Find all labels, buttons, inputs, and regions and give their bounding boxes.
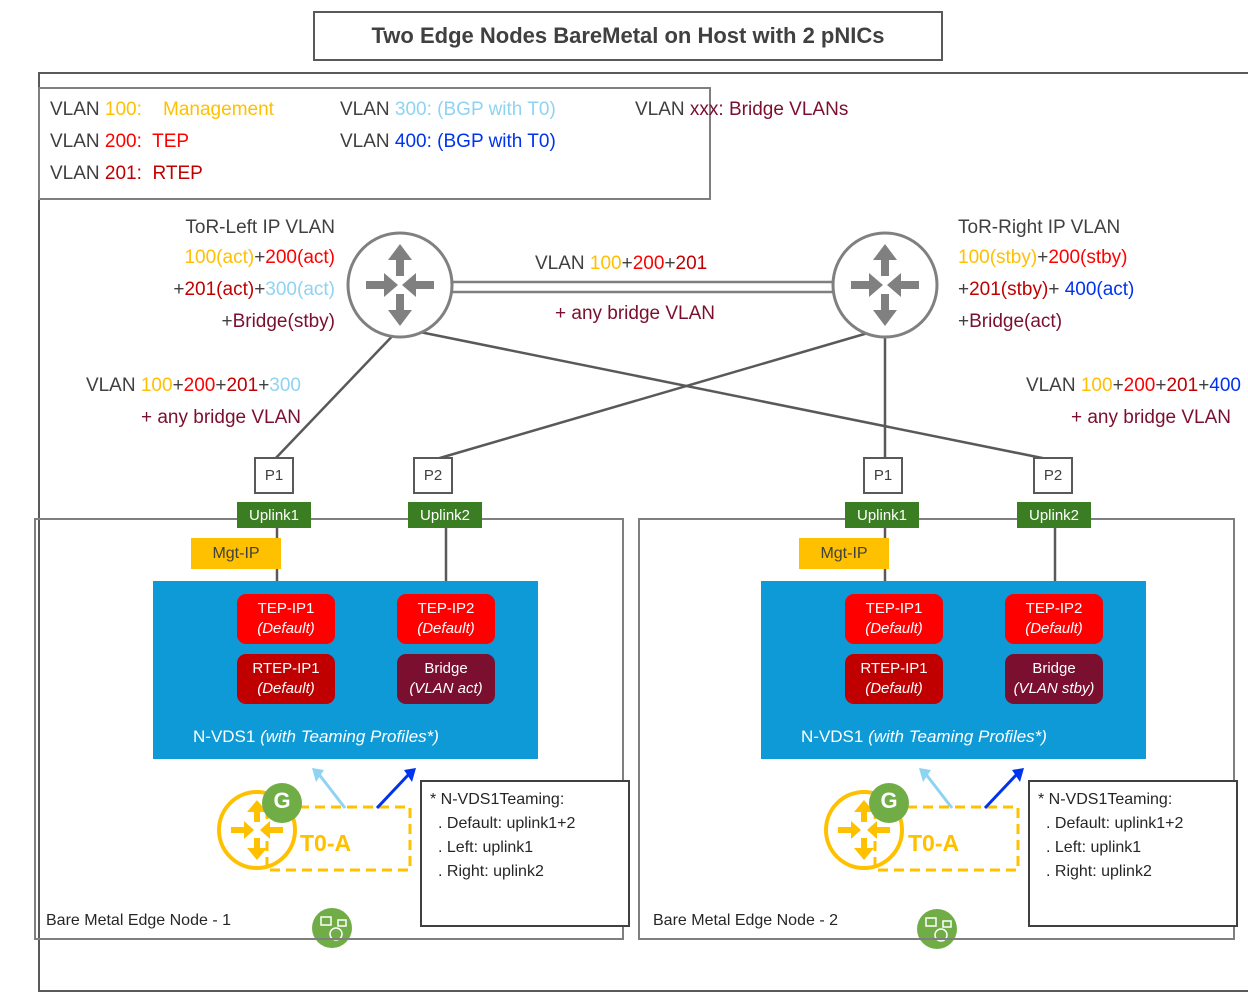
node-label: Bare Metal Edge Node - 1 [46, 912, 231, 929]
bridge: Bridge(VLAN stby) [1005, 654, 1103, 704]
link-torleft-n1p1 [273, 327, 401, 461]
router-icon [831, 231, 939, 339]
port-p1: P1 [863, 457, 903, 494]
legend-vlan-bridge: VLAN xxx: Bridge VLANs [635, 99, 849, 120]
bridge: Bridge(VLAN act) [397, 654, 495, 704]
port-p1: P1 [254, 457, 294, 494]
uplink2: Uplink2 [1017, 502, 1091, 528]
diagram-title: Two Edge Nodes BareMetal on Host with 2 … [313, 11, 943, 61]
port-p2: P2 [1033, 457, 1073, 494]
uplink2: Uplink2 [408, 502, 482, 528]
legend-vlan-100: VLAN 100: Management [50, 99, 274, 120]
tor-left-vlans-3: +Bridge(stby) [221, 311, 335, 332]
tep-ip2: TEP-IP2(Default) [1005, 594, 1103, 644]
t0-label: T0-A [908, 830, 960, 856]
edge-node-2 [638, 518, 1235, 940]
legend-vlan-400: VLAN 400: (BGP with T0) [340, 131, 556, 152]
legend-vlan-300: VLAN 300: (BGP with T0) [340, 99, 556, 120]
mgt-ip: Mgt-IP [799, 538, 889, 569]
legend-vlan-201: VLAN 201: RTEP [50, 163, 203, 184]
nvds-label: N-VDS1 (with Teaming Profiles*) [193, 727, 439, 746]
link-torright-n1p2 [432, 326, 886, 462]
left-link-bridge: + any bridge VLAN [140, 407, 301, 428]
rtep-ip1: RTEP-IP1(Default) [845, 654, 943, 704]
right-link-vlans: VLAN 100+200+201+400 [1025, 375, 1241, 396]
tep-ip1: TEP-IP1(Default) [237, 594, 335, 644]
tor-right-vlans-1: 100(stby)+200(stby) [958, 247, 1128, 268]
edge-node-1 [34, 518, 624, 940]
nvds-label: N-VDS1 (with Teaming Profiles*) [801, 727, 1047, 746]
gateway-badge: G [273, 788, 291, 813]
vlan-legend: VLAN 100: Management VLAN 200: TEP VLAN … [38, 87, 848, 200]
teaming-profiles: * N-VDS1Teaming: . Default: uplink1+2 . … [1028, 780, 1238, 927]
gateway-badge: G [880, 788, 898, 813]
rtep-ip1: RTEP-IP1(Default) [237, 654, 335, 704]
tor-left-title: ToR-Left IP VLAN [185, 217, 335, 238]
right-link-bridge: + any bridge VLAN [1070, 407, 1231, 428]
uplink1: Uplink1 [237, 502, 311, 528]
mgt-ip: Mgt-IP [191, 538, 281, 569]
router-icon [346, 231, 454, 339]
tor-left-vlans-1: 100(act)+200(act) [184, 247, 335, 268]
tor-left-vlans-2: +201(act)+300(act) [173, 279, 335, 300]
legend-vlan-200: VLAN 200: TEP [50, 131, 190, 152]
teaming-profiles: * N-VDS1Teaming: . Default: uplink1+2 . … [420, 780, 630, 927]
port-p2: P2 [413, 457, 453, 494]
node-label: Bare Metal Edge Node - 2 [653, 912, 838, 929]
interlink-bridge: + any bridge VLAN [555, 303, 716, 324]
left-link-vlans: VLAN 100+200+201+300 [85, 375, 301, 396]
uplink1: Uplink1 [845, 502, 919, 528]
tor-right-title: ToR-Right IP VLAN [958, 217, 1121, 238]
interlink-vlans: VLAN 100+200+201 [535, 253, 708, 274]
tor-right-vlans-3: +Bridge(act) [958, 311, 1063, 332]
t0-label: T0-A [300, 830, 352, 856]
link-torleft-n2p2 [399, 326, 1053, 462]
tep-ip1: TEP-IP1(Default) [845, 594, 943, 644]
tor-right-vlans-2: +201(stby)+ 400(act) [958, 279, 1135, 300]
tep-ip2: TEP-IP2(Default) [397, 594, 495, 644]
